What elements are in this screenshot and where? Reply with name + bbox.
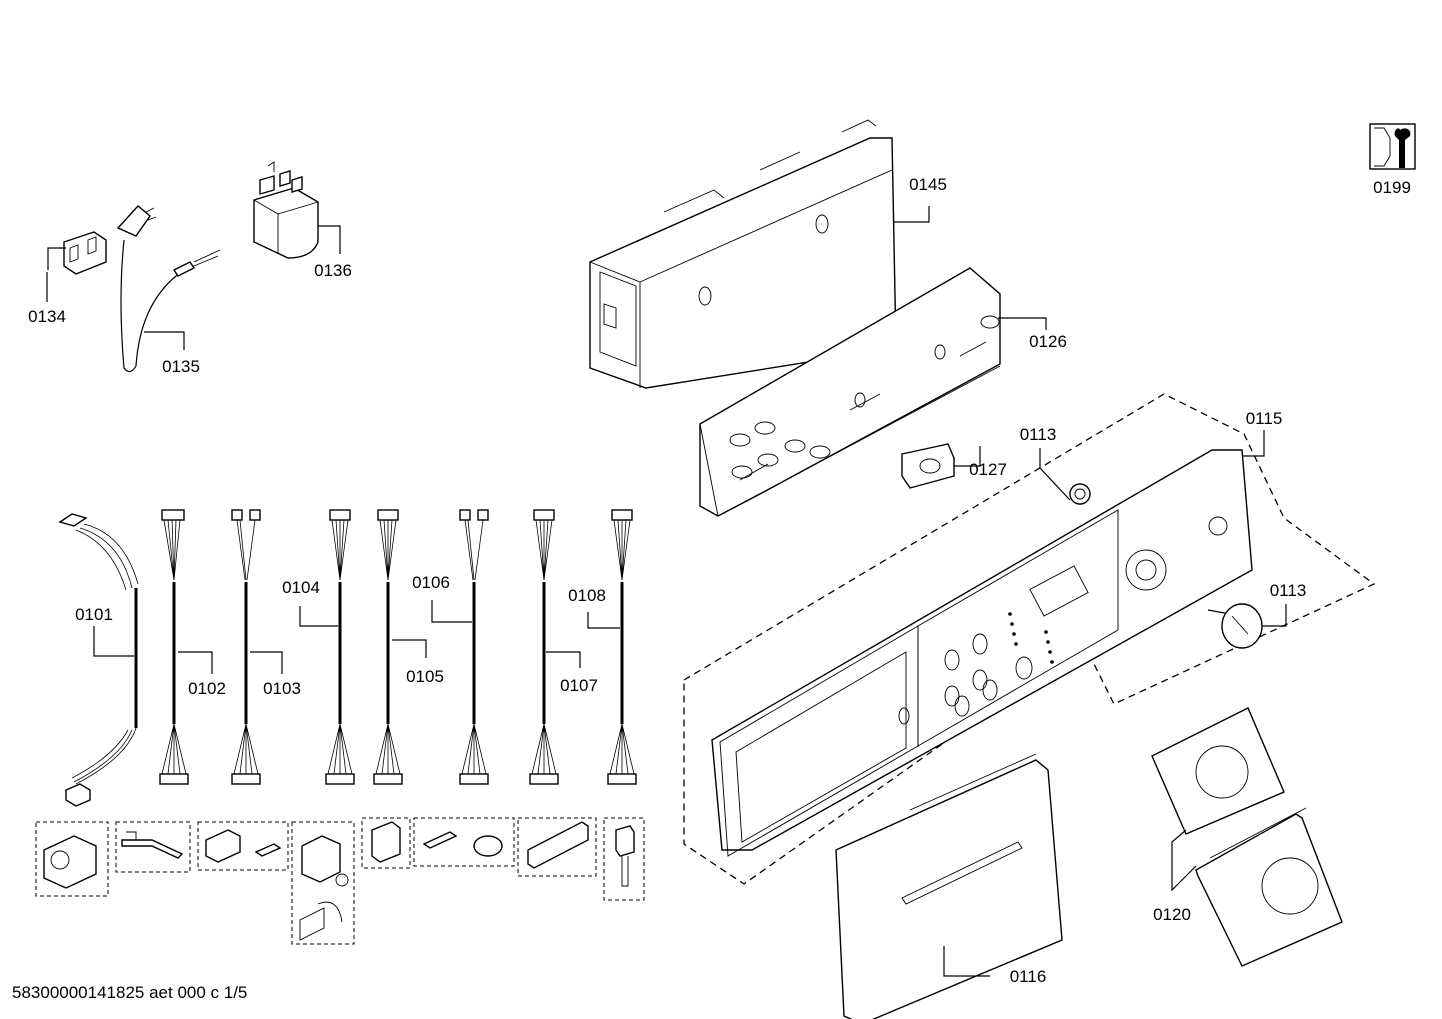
label-0136: 0136 <box>314 261 352 280</box>
clip-part-0134 <box>63 231 107 275</box>
cover-plate-0120 <box>1151 707 1343 967</box>
label-0127: 0127 <box>969 460 1007 479</box>
label-0105: 0105 <box>406 667 444 686</box>
harness-0108 <box>607 509 637 785</box>
harness-0105 <box>373 509 403 785</box>
label-0145: 0145 <box>909 175 947 194</box>
thumbnail-motor <box>35 821 109 897</box>
label-0113-bottom: 0113 <box>1270 581 1307 600</box>
harness-0107 <box>529 509 559 785</box>
label-0135: 0135 <box>162 357 200 376</box>
label-0126: 0126 <box>1029 332 1067 351</box>
display-module-0127 <box>901 443 955 489</box>
document-id: 58300000141825 aet 000 c 1/5 <box>12 983 247 1002</box>
thumbnail-valve-pump <box>197 821 289 871</box>
label-0106: 0106 <box>412 573 450 592</box>
thumbnail-heater <box>115 821 191 873</box>
control-panel-fascia <box>711 449 1253 857</box>
label-0103: 0103 <box>263 679 301 698</box>
label-0113-top: 0113 <box>1020 425 1057 444</box>
thumbnail-pressure-sensor <box>413 817 515 867</box>
harness-0106 <box>459 509 489 785</box>
label-0199: 0199 <box>1373 178 1411 197</box>
panel-leds <box>1008 612 1054 664</box>
harness-0101 <box>58 513 139 807</box>
label-0104: 0104 <box>282 578 320 597</box>
harness-0103 <box>231 509 261 785</box>
label-0107: 0107 <box>560 676 598 695</box>
label-0102: 0102 <box>188 679 226 698</box>
knob-cap-0113 <box>1069 483 1091 505</box>
label-0101: 0101 <box>75 605 113 624</box>
dispenser-handle-0116 <box>835 753 1063 1019</box>
label-0115: 0115 <box>1246 409 1283 428</box>
label-0134: 0134 <box>28 307 66 326</box>
harness-0104 <box>325 509 355 785</box>
board-buttons <box>729 315 1000 479</box>
label-0120: 0120 <box>1153 905 1191 924</box>
electronic-board-0126 <box>699 267 1001 517</box>
thumbnail-pcb <box>517 817 597 877</box>
thumbnail-water-valve <box>291 821 355 945</box>
program-knob-0113 <box>1207 603 1263 649</box>
label-0108: 0108 <box>568 586 606 605</box>
mains-cable-0135 <box>116 205 221 373</box>
harness-0102 <box>159 509 189 785</box>
panel-buttons <box>944 633 1033 717</box>
thumbnail-sensor <box>603 817 645 901</box>
thumbnail-door-lock <box>361 817 411 869</box>
suppressor-0136 <box>253 161 319 259</box>
wrench-tool-icon <box>1369 123 1416 170</box>
label-0116: 0116 <box>1010 967 1047 986</box>
